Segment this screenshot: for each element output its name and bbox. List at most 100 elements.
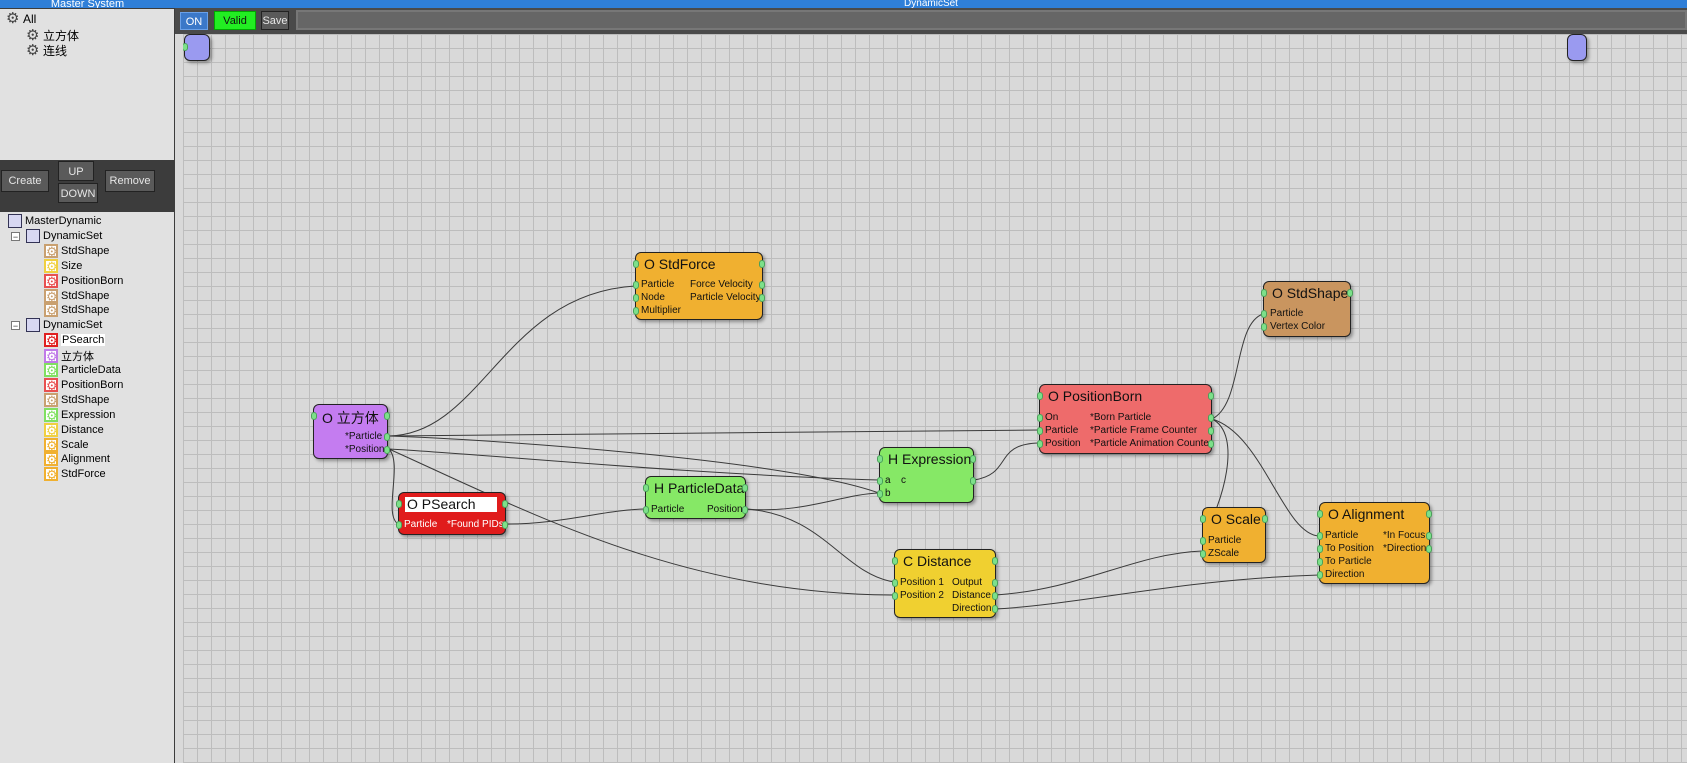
input-port[interactable] (633, 294, 639, 302)
node-output-port[interactable] (1262, 515, 1268, 523)
node-enable-port[interactable] (1037, 392, 1043, 400)
remove-button[interactable]: Remove (105, 170, 155, 192)
system-tree-item-line[interactable]: 连线 (26, 41, 67, 59)
output-port[interactable] (1208, 414, 1214, 422)
up-button[interactable]: UP (58, 161, 94, 181)
output-port[interactable] (759, 281, 765, 289)
create-button[interactable]: Create (1, 170, 49, 192)
input-port[interactable] (1037, 427, 1043, 435)
object-tree-item[interactable]: StdShape (44, 302, 109, 320)
output-port[interactable] (384, 433, 390, 441)
node-output-port[interactable] (384, 412, 390, 420)
output-port[interactable] (384, 446, 390, 454)
node-enable-port[interactable] (877, 455, 883, 463)
save-button[interactable]: Save (261, 11, 289, 30)
down-button[interactable]: DOWN (58, 183, 98, 203)
object-tree-item[interactable]: PositionBorn (44, 273, 123, 291)
valid-button[interactable]: Valid (214, 11, 256, 30)
system-tree-item-cube[interactable]: 立方体 (26, 26, 79, 44)
output-port[interactable] (992, 579, 998, 587)
object-tree-item[interactable]: PositionBorn (44, 377, 123, 395)
object-tree-item[interactable]: PSearch (44, 332, 106, 350)
object-tree-item[interactable]: −DynamicSet (11, 318, 102, 333)
object-tree-item[interactable]: StdShape (44, 392, 109, 410)
input-port[interactable] (1261, 323, 1267, 331)
input-port[interactable] (892, 579, 898, 587)
socket-dot[interactable] (183, 43, 188, 51)
system-tree-item-all[interactable]: All (6, 9, 36, 27)
object-tree-item[interactable]: 立方体 (44, 348, 94, 366)
tree-collapse-icon[interactable]: − (11, 231, 20, 242)
object-tree-item[interactable]: ParticleData (44, 362, 121, 380)
node-cube[interactable]: O 立方体*Particle*Position (311, 404, 390, 459)
input-port[interactable] (877, 490, 883, 498)
input-port[interactable] (396, 521, 402, 529)
node-enable-port[interactable] (1261, 289, 1267, 297)
input-port[interactable] (1317, 558, 1323, 566)
output-port[interactable] (1426, 545, 1432, 553)
object-tree-item[interactable]: Alignment (44, 451, 110, 469)
input-port[interactable] (1317, 545, 1323, 553)
on-toggle-button[interactable]: ON (180, 12, 208, 30)
input-port[interactable] (1317, 532, 1323, 540)
node-output-port[interactable] (1347, 289, 1353, 297)
object-tree-item[interactable]: Expression (44, 407, 115, 425)
node-enable-port[interactable] (1200, 515, 1206, 523)
node-output-port[interactable] (1208, 392, 1214, 400)
object-tree-item[interactable]: StdShape (44, 288, 109, 306)
output-port[interactable] (970, 477, 976, 485)
tree-collapse-icon[interactable]: − (11, 321, 20, 332)
input-port[interactable] (1200, 537, 1206, 545)
object-tree-item[interactable]: StdForce (44, 466, 106, 484)
output-port[interactable] (992, 592, 998, 600)
node-enable-port[interactable] (633, 260, 639, 268)
input-port[interactable] (1261, 310, 1267, 318)
input-port[interactable] (1317, 571, 1323, 579)
output-port[interactable] (1208, 427, 1214, 435)
expression-bar[interactable] (296, 10, 1687, 30)
node-output-port[interactable] (502, 500, 508, 508)
object-tree-item[interactable]: MasterDynamic (8, 214, 101, 228)
node-output-port[interactable] (742, 484, 748, 492)
output-port[interactable] (759, 294, 765, 302)
output-port[interactable] (502, 521, 508, 529)
input-port[interactable] (877, 477, 883, 485)
input-port[interactable] (1037, 440, 1043, 448)
input-port[interactable] (643, 506, 649, 514)
output-port[interactable] (742, 506, 748, 514)
input-port[interactable] (633, 307, 639, 315)
node-output-port[interactable] (1426, 510, 1432, 518)
object-tree-item[interactable]: Size (44, 258, 82, 276)
input-port[interactable] (1200, 550, 1206, 558)
node-enable-port[interactable] (1317, 510, 1323, 518)
input-socket-node[interactable] (183, 34, 210, 61)
output-port[interactable] (1208, 440, 1214, 448)
node-output-port[interactable] (970, 455, 976, 463)
input-port[interactable] (633, 281, 639, 289)
object-tree-item[interactable]: Scale (44, 437, 89, 455)
object-tree[interactable]: MasterDynamic−DynamicSetStdShapeSizePosi… (0, 212, 174, 763)
object-tree-item[interactable]: Distance (44, 422, 104, 440)
input-port[interactable] (892, 592, 898, 600)
output-socket-node[interactable] (1567, 34, 1587, 61)
node-enable-port[interactable] (643, 484, 649, 492)
object-tree-item[interactable]: −DynamicSet (11, 228, 102, 243)
object-tree-item[interactable]: StdShape (44, 243, 109, 261)
node-output-port[interactable] (759, 260, 765, 268)
system-tree[interactable]: All 立方体 连线 (0, 9, 174, 160)
node-output-port[interactable] (992, 557, 998, 565)
output-port[interactable] (1426, 532, 1432, 540)
node-enable-port[interactable] (396, 500, 402, 508)
node-enable-port[interactable] (892, 557, 898, 565)
output-port[interactable] (992, 605, 998, 613)
